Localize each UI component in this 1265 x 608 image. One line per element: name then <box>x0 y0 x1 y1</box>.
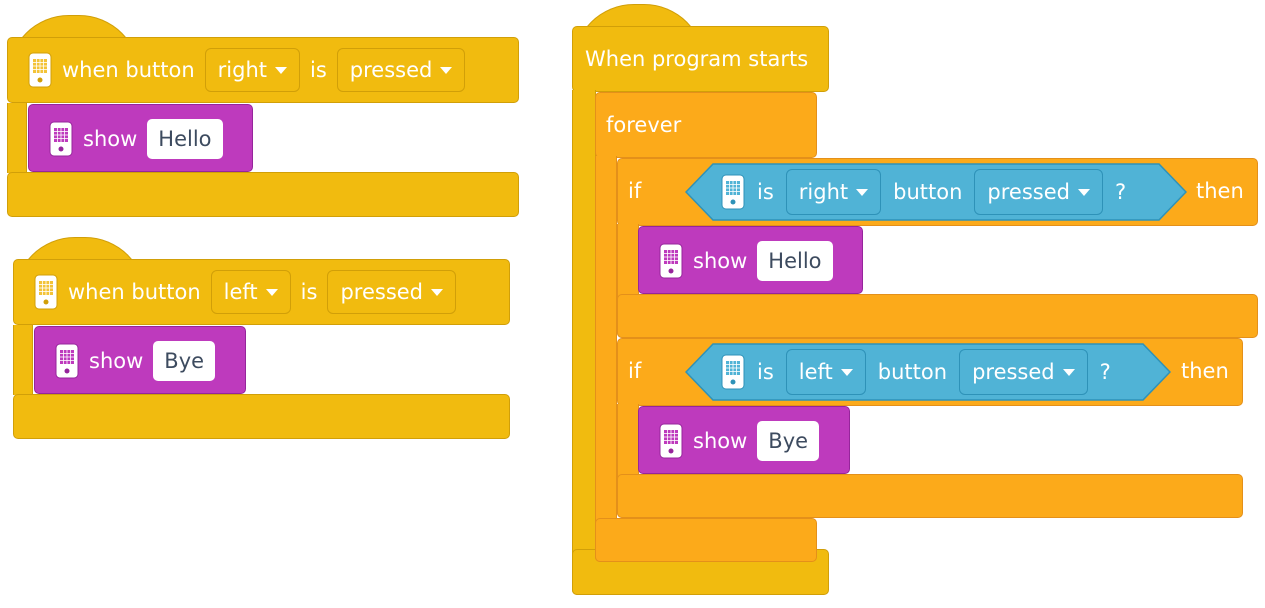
hub-device-icon <box>34 274 58 310</box>
when-button-label: when button <box>68 280 201 304</box>
then-label: then <box>1196 179 1244 203</box>
when-button-right-pressed-block[interactable]: when button right is pressed <box>7 37 519 103</box>
forever-spine <box>595 156 617 562</box>
button-side-value: right <box>217 58 267 82</box>
caret-down-icon <box>1077 188 1090 196</box>
caret-down-icon <box>265 288 278 296</box>
button-state-dropdown[interactable]: pressed <box>974 169 1103 215</box>
button-label: button <box>893 180 963 204</box>
is-button-pressed-condition[interactable]: is right button pressed ? <box>685 163 1187 221</box>
show-hello-block[interactable]: show Hello <box>638 226 863 294</box>
when-program-starts-block[interactable]: When program starts <box>572 26 829 92</box>
show-hello-block[interactable]: show Hello <box>28 104 253 172</box>
button-state-dropdown[interactable]: pressed <box>327 270 457 314</box>
is-label: is <box>757 360 774 384</box>
show-text-input[interactable]: Bye <box>153 341 216 381</box>
forever-block[interactable]: forever <box>595 92 817 158</box>
hat-footer <box>13 394 510 439</box>
caret-down-icon <box>856 188 869 196</box>
when-button-label: when button <box>62 58 195 82</box>
hub-device-icon <box>721 354 745 390</box>
hexagon-shape <box>685 343 1171 401</box>
show-bye-block[interactable]: show Bye <box>34 326 246 394</box>
forever-footer <box>595 518 817 562</box>
button-state-value: pressed <box>340 280 424 304</box>
show-bye-block[interactable]: show Bye <box>638 406 850 474</box>
button-side-value: right <box>798 180 849 204</box>
question-mark: ? <box>1099 360 1111 384</box>
show-label: show <box>693 429 748 453</box>
if-label: if <box>628 359 642 383</box>
if-block-1[interactable]: if is right button pressed ? then <box>617 158 1258 226</box>
is-label: is <box>757 180 774 204</box>
button-state-dropdown[interactable]: pressed <box>336 48 466 92</box>
if-block-2[interactable]: if is left button pressed ? then <box>617 338 1243 406</box>
caret-down-icon <box>275 66 287 74</box>
if-label: if <box>628 179 642 203</box>
hub-device-icon <box>721 174 745 210</box>
then-label: then <box>1181 359 1229 383</box>
hub-device-icon <box>28 52 52 88</box>
hub-display-icon <box>49 121 73 157</box>
button-side-dropdown[interactable]: right <box>204 48 300 92</box>
show-label: show <box>83 127 138 151</box>
program-start-label: When program starts <box>585 47 809 71</box>
hub-display-icon <box>659 243 683 279</box>
is-label: is <box>300 280 318 304</box>
button-state-value: pressed <box>972 360 1055 384</box>
button-state-dropdown[interactable]: pressed <box>959 349 1088 395</box>
is-button-pressed-condition[interactable]: is left button pressed ? <box>685 343 1171 401</box>
button-side-dropdown[interactable]: left <box>785 349 866 395</box>
show-text-input[interactable]: Hello <box>147 119 223 159</box>
hub-display-icon <box>659 423 683 459</box>
if-footer-2 <box>617 474 1243 518</box>
hat-spine <box>7 103 27 173</box>
button-side-dropdown[interactable]: right <box>785 169 882 215</box>
button-side-dropdown[interactable]: left <box>210 270 291 314</box>
is-label: is <box>310 58 327 82</box>
hat-footer <box>7 172 519 217</box>
caret-down-icon <box>1062 368 1075 376</box>
button-side-value: left <box>798 360 833 384</box>
show-label: show <box>693 249 748 273</box>
caret-down-icon <box>840 368 853 376</box>
hexagon-shape <box>685 163 1187 221</box>
hub-display-icon <box>55 343 79 379</box>
button-side-value: left <box>223 280 258 304</box>
caret-down-icon <box>440 66 453 74</box>
button-state-value: pressed <box>987 180 1070 204</box>
question-mark: ? <box>1114 180 1127 204</box>
button-label: button <box>877 360 948 384</box>
when-button-left-pressed-block[interactable]: when button left is pressed <box>13 259 510 325</box>
forever-label: forever <box>606 113 682 137</box>
show-text-input[interactable]: Bye <box>757 421 820 461</box>
show-label: show <box>89 349 144 373</box>
hat-spine <box>13 325 33 395</box>
start-spine <box>572 90 596 595</box>
caret-down-icon <box>431 288 444 296</box>
show-text-input[interactable]: Hello <box>757 241 833 281</box>
button-state-value: pressed <box>349 58 433 82</box>
if-footer-1 <box>617 294 1258 338</box>
